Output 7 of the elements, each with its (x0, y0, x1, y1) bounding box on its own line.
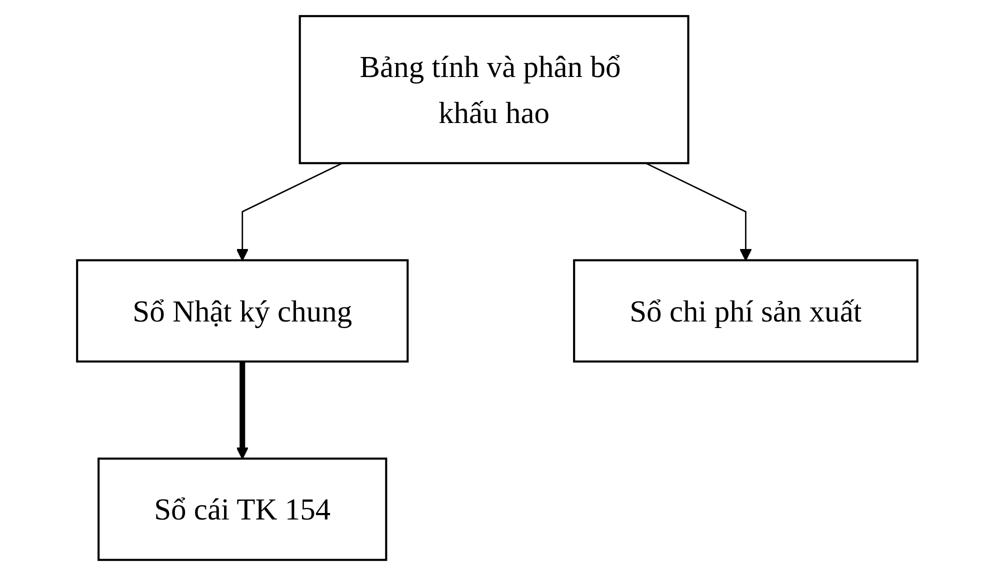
node-box: Sổ chi phí sản xuất (572, 259, 918, 363)
node-box: Bảng tính và phân bổ khấu hao (298, 15, 690, 164)
node-box: Sổ Nhật ký chung (76, 259, 408, 363)
arrow (236, 162, 343, 261)
arrow (236, 362, 248, 460)
node-box: Sổ cái TK 154 (97, 458, 387, 561)
arrow (645, 162, 752, 261)
